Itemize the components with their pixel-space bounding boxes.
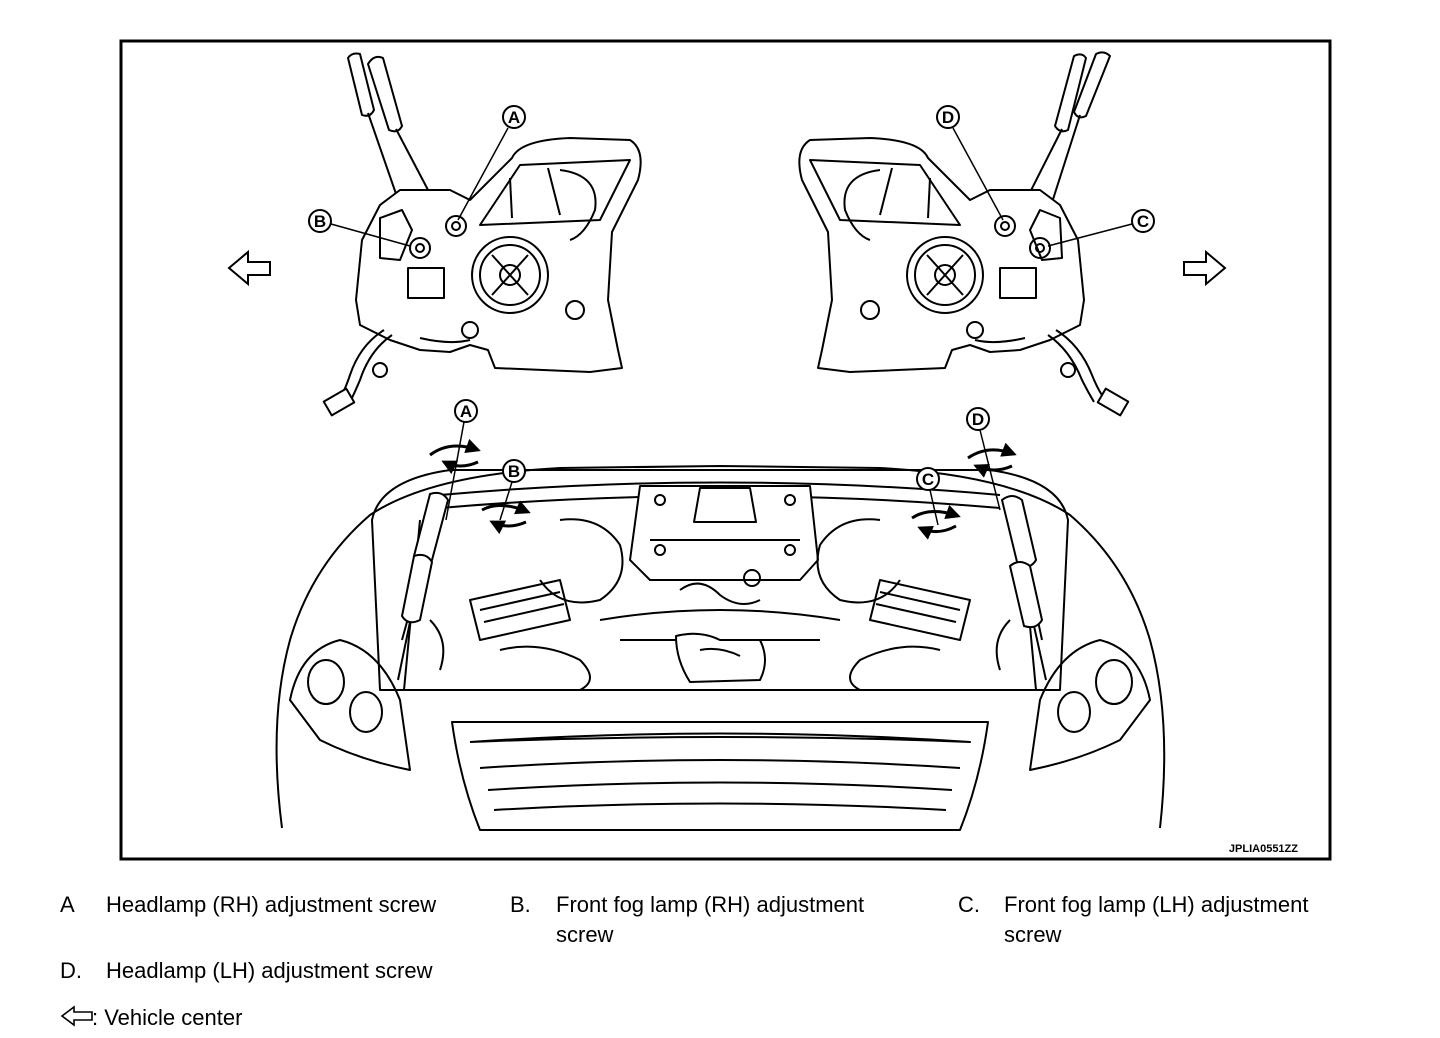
svg-text:D: D — [972, 410, 984, 429]
svg-text:A: A — [460, 402, 472, 421]
callout-d-bottom: D — [966, 407, 1001, 511]
callout-a-top: A — [457, 105, 526, 221]
legend-key-d: D. — [60, 958, 82, 983]
screwdriver-icon — [397, 491, 450, 681]
vehicle-center-arrow-right-icon — [1183, 249, 1227, 287]
vehicle-center-arrow-left-icon — [227, 249, 271, 287]
legend-key-c: C. — [958, 892, 980, 917]
svg-text:D: D — [942, 108, 954, 127]
svg-text:B: B — [508, 462, 520, 481]
legend-text-vehicle-center: : Vehicle center — [92, 1005, 243, 1030]
svg-text:A: A — [508, 108, 520, 127]
lh-headlamp-detail — [798, 51, 1130, 417]
callout-b-bottom: B — [499, 459, 526, 521]
callout-c-top: C — [1047, 209, 1155, 247]
figure-frame — [119, 39, 1332, 861]
svg-text:C: C — [1137, 212, 1149, 231]
figure-code: JPLIA0551ZZ — [1229, 843, 1298, 855]
legend-text-b: Front fog lamp (RH) adjustment screw — [556, 892, 865, 947]
car-front-view — [275, 465, 1166, 831]
svg-text:C: C — [922, 470, 934, 489]
hollow-arrow-left-icon — [60, 1005, 93, 1027]
legend-key-a: A — [60, 892, 75, 917]
callout-a-bottom: A — [445, 399, 478, 521]
rh-headlamp-detail — [322, 52, 642, 417]
legend-text-d: Headlamp (LH) adjustment screw — [106, 958, 433, 983]
rotation-arrows — [429, 438, 1017, 540]
callout-b-top: B — [308, 209, 411, 247]
callout-d-top: D — [936, 105, 1004, 221]
legend-text-a: Headlamp (RH) adjustment screw — [106, 892, 437, 917]
legend-text-c: Front fog lamp (LH) adjustment screw — [1004, 892, 1309, 947]
callout-c-bottom: C — [916, 467, 940, 526]
screwdriver-icon — [1000, 495, 1047, 681]
svg-text:B: B — [314, 212, 326, 231]
legend-key-b: B. — [510, 892, 531, 917]
